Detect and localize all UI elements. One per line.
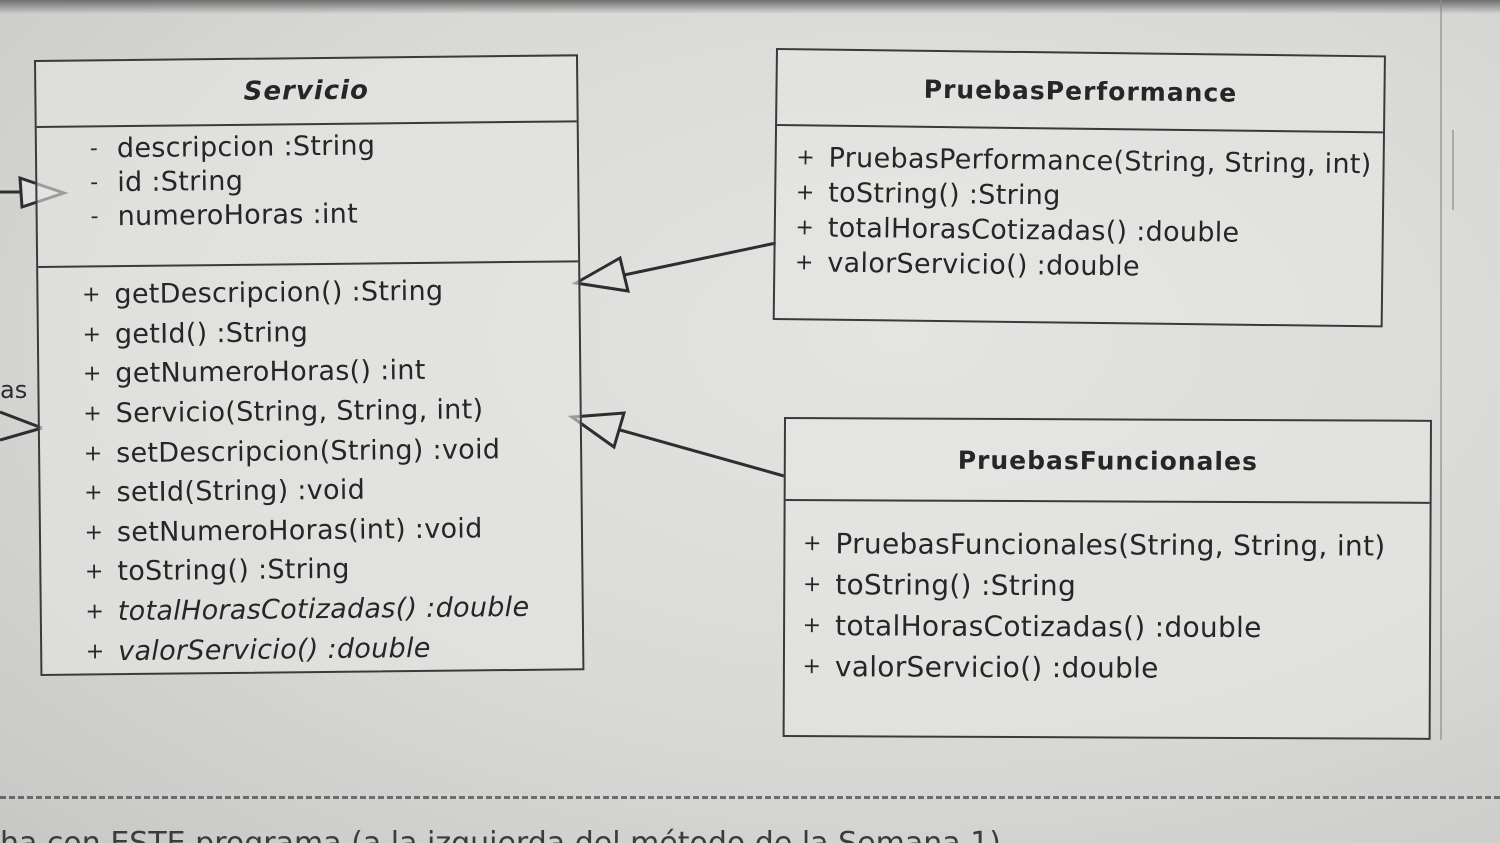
func-generalization-arrowhead [567, 411, 627, 450]
operation-row: + setDescripcion(String) :void [70, 429, 580, 474]
operation-row: + setNumeroHoras(int) :void [71, 508, 581, 553]
operation-text: totalHorasCotizadas() :double [827, 212, 1240, 249]
visibility-marker: + [84, 480, 104, 506]
operation-text: getDescripcion() :String [114, 276, 444, 311]
left-lower-arrow-upper [0, 410, 43, 430]
abstract-operation-row: + valorServicio() :double [72, 627, 582, 672]
class-pruebas-funcionales: PruebasFuncionales + PruebasFuncionales(S… [782, 417, 1432, 740]
operation-text: Servicio(String, String, int) [115, 394, 484, 430]
attribute-text: id :String [117, 165, 244, 198]
attribute-row: -descripcion :String [71, 126, 577, 165]
visibility-marker: + [795, 215, 815, 241]
abstract-operation-row: + totalHorasCotizadas() :double [72, 587, 582, 632]
perf-generalization-arrowhead [571, 255, 630, 293]
left-edge-text-fragment: as [0, 376, 28, 404]
operation-text: totalHorasCotizadas() :double [835, 609, 1262, 645]
paper-fold-mark [1452, 130, 1454, 210]
pruebas-performance-operations: + PruebasPerformance(String, String, int)… [775, 126, 1383, 287]
visibility-marker: - [90, 169, 99, 195]
servicio-attributes: -descripcion :String -id :String -numero… [36, 122, 579, 268]
operation-text: valorServicio() :double [118, 632, 431, 667]
class-servicio: Servicio -descripcion :String -id :Strin… [34, 54, 585, 676]
bottom-text-fragment: ha con ESTE programa (a la izquierda del… [0, 824, 1500, 843]
class-pruebas-performance: PruebasPerformance + PruebasPerformance(S… [772, 48, 1386, 328]
servicio-operations: + getDescripcion() :String + getId() :Stri… [38, 262, 582, 672]
attribute-row: -id :String [71, 160, 577, 199]
visibility-marker: + [83, 401, 103, 427]
attribute-row: -numeroHoras :int [71, 194, 577, 233]
operation-row: + valorServicio() :double [789, 646, 1429, 690]
operation-row: + getNumeroHoras() :int [69, 349, 579, 394]
operation-row: + getId() :String [69, 310, 579, 355]
operation-row: + valorServicio() :double [781, 245, 1381, 287]
visibility-marker: - [89, 135, 99, 161]
operation-text: PruebasPerformance(String, String, int) [828, 142, 1372, 181]
visibility-marker: + [802, 654, 822, 680]
class-name-servicio: Servicio [36, 56, 577, 128]
operation-text: valorServicio() :double [834, 650, 1159, 685]
class-name-pruebas-performance: PruebasPerformance [777, 50, 1384, 134]
operation-text: setId(String) :void [116, 474, 366, 509]
visibility-marker: + [802, 613, 822, 639]
operation-row: + toString() :String [789, 564, 1429, 608]
visibility-marker: + [802, 572, 822, 598]
left-lower-arrow-lower [0, 426, 43, 442]
visibility-marker: + [795, 180, 815, 206]
operation-text: totalHorasCotizadas() :double [117, 591, 530, 628]
visibility-marker: + [84, 559, 104, 585]
operation-text: toString() :String [835, 568, 1077, 603]
visibility-marker: + [796, 145, 816, 171]
operation-text: getId() :String [114, 317, 309, 351]
operation-text: setDescripcion(String) :void [115, 433, 501, 469]
visibility-marker: + [85, 638, 105, 665]
operation-text: PruebasFuncionales(String, String, int) [835, 527, 1386, 563]
visibility-marker: + [85, 599, 105, 625]
func-generalization-line [619, 428, 785, 478]
operation-row: + toString() :String [71, 547, 581, 592]
visibility-marker: + [82, 361, 102, 387]
operation-text: getNumeroHoras() :int [115, 355, 426, 390]
operation-row: + getDescripcion() :String [68, 270, 578, 315]
attribute-text: numeroHoras :int [117, 198, 359, 232]
visibility-marker: + [84, 520, 104, 546]
operation-row: + setId(String) :void [70, 468, 580, 513]
operation-row: + PruebasFuncionales(String, String, int) [789, 523, 1429, 567]
class-name-pruebas-funcionales: PruebasFuncionales [785, 419, 1430, 504]
visibility-marker: + [82, 322, 102, 348]
perf-generalization-line [623, 241, 777, 277]
visibility-marker: + [803, 531, 822, 557]
paper-fold-line [1440, 0, 1442, 740]
pruebas-funcionales-operations: + PruebasFuncionales(String, String, int)… [785, 501, 1430, 690]
operation-row: + totalHorasCotizadas() :double [789, 605, 1429, 649]
operation-row: + Servicio(String, String, int) [70, 389, 580, 434]
operation-text: toString() :String [117, 554, 350, 588]
visibility-marker: - [90, 203, 99, 229]
bottom-text-strip: ha con ESTE programa (a la izquierda del… [0, 822, 1500, 843]
visibility-marker: + [794, 250, 814, 276]
operation-text: valorServicio() :double [827, 247, 1141, 283]
visibility-marker: + [81, 282, 101, 308]
top-shadow [0, 0, 1500, 14]
dashed-separator [0, 796, 1500, 799]
operation-text: setNumeroHoras(int) :void [116, 513, 483, 549]
operation-text: toString() :String [828, 177, 1061, 212]
visibility-marker: + [83, 440, 103, 467]
attribute-text: descripcion :String [116, 129, 376, 164]
